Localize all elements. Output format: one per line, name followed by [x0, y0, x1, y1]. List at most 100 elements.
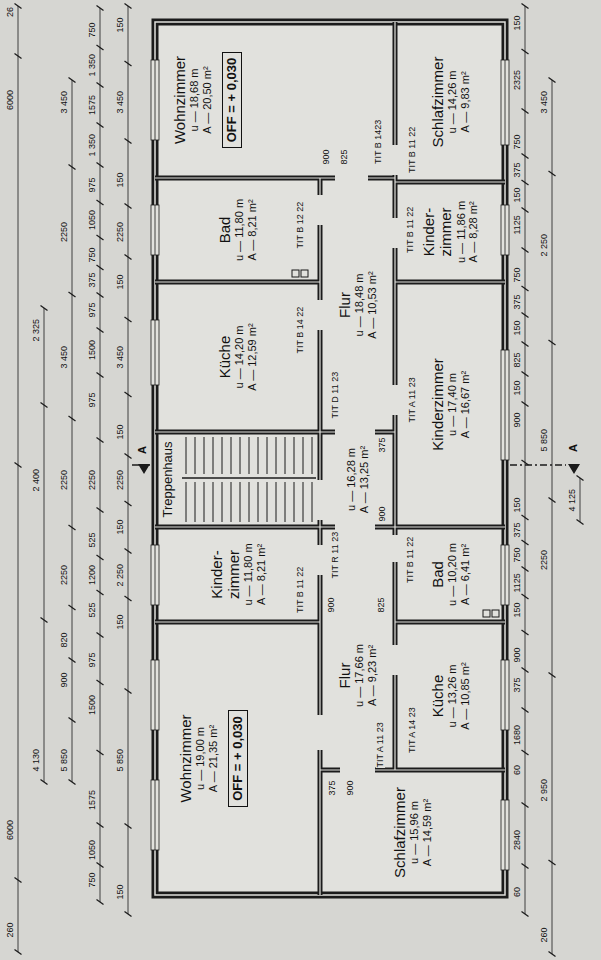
dimension-label: 900 — [60, 671, 69, 688]
dimension-label: 2 400 — [32, 468, 41, 493]
dimension-line — [522, 49, 529, 54]
dimension-label: 375 — [513, 161, 522, 178]
room-name: Bad — [216, 217, 233, 244]
room-name: Schlafzimmer — [391, 787, 408, 878]
dimension-label: 750 — [88, 246, 97, 263]
dimension-line — [125, 139, 132, 144]
dimension-line — [125, 61, 132, 66]
room-name: Wohnzimmer — [177, 714, 194, 802]
dimension-label: 375 — [513, 293, 522, 310]
dimension-label: 3 450 — [540, 90, 549, 115]
dimension-label: 3 450 — [60, 345, 69, 370]
dimension-line — [15, 878, 22, 883]
dimension-line — [41, 780, 48, 785]
room-measure: A — 8,21 m² — [255, 544, 268, 605]
dimension-line — [522, 668, 529, 673]
dimension-label: 260 — [540, 926, 549, 943]
dimension-line — [522, 567, 529, 572]
dimension-label: 150 — [513, 496, 522, 513]
dimension-line — [97, 83, 104, 88]
dimension-label: 150 — [513, 319, 522, 336]
dimension-label: 150 — [513, 379, 522, 396]
dimension-label: 900 — [513, 646, 522, 663]
dimension-line — [522, 372, 529, 377]
level-text: OFF = + 0,030 — [231, 716, 246, 801]
dimension-label: 750 — [88, 871, 97, 888]
room-name: Küche — [216, 336, 233, 379]
room: Wohnzimmeru — 18,68 mA — 20,50 m²OFF = +… — [155, 22, 395, 178]
dimension-label: 2 950 — [540, 778, 549, 803]
dimension-line — [18, 6, 19, 952]
door-width: 900 — [322, 148, 331, 165]
room-measure: u — 17,66 m — [353, 644, 366, 707]
room-code: TIT B 11 22 — [296, 566, 305, 614]
room-measure: u — 19,00 m — [194, 727, 207, 790]
room-name: Kinderzimmer — [429, 358, 446, 451]
dimension-label: 6000 — [6, 819, 15, 841]
dimension-line — [522, 342, 529, 347]
dimension-line — [69, 292, 76, 297]
dimension-line — [97, 6, 104, 11]
dimension-label: 1 350 — [88, 53, 97, 78]
dimension-label: 5 850 — [116, 748, 125, 773]
dimension-label: 1050 — [88, 839, 97, 861]
dimension-line — [97, 900, 104, 905]
dimension-line — [125, 689, 132, 694]
dimension-label: 375 — [513, 521, 522, 538]
dimension-line — [69, 718, 76, 723]
dimension-line — [525, 6, 526, 914]
dimension-label: 2250 — [60, 564, 69, 586]
dimension-label: 1575 — [88, 94, 97, 116]
room-code: TIT D 11 23 — [331, 371, 340, 420]
dimension-line — [522, 109, 529, 114]
dimension-line — [522, 4, 529, 9]
dimension-line — [125, 501, 132, 506]
room-name: Kinder- zimmer — [208, 533, 243, 616]
dimension-line — [15, 4, 22, 9]
room-code: TIT B 11 22 — [406, 206, 415, 254]
dimension-line — [69, 605, 76, 610]
room-measure: u — 13,26 m — [446, 665, 459, 728]
room-measure: A — 10,53 m² — [366, 271, 379, 338]
room-name: Wohnzimmer — [171, 56, 188, 144]
dimension-line — [522, 154, 529, 159]
dimension-label: 2250 — [540, 549, 549, 571]
dimension-line — [69, 416, 76, 421]
dimension-label: 2 250 — [116, 563, 125, 588]
dimension-line — [97, 373, 104, 378]
room-name: Flur — [336, 663, 353, 689]
dimension-line — [522, 180, 529, 185]
room-code: TIT B 1423 — [374, 119, 383, 165]
dimension-line — [522, 803, 529, 808]
dimension-line — [97, 328, 104, 333]
dimension-label: 150 — [116, 883, 125, 900]
dimension-label: 525 — [88, 531, 97, 548]
dimension-label: 150 — [116, 613, 125, 630]
door-width: 900 — [378, 505, 387, 522]
dimension-line — [69, 525, 76, 530]
dimension-label: 150 — [116, 273, 125, 290]
dimension-label: 2250 — [116, 221, 125, 243]
dimension-label: 2 250 — [540, 233, 549, 258]
dimension-line — [97, 823, 104, 828]
room-code: TIT R 11 23 — [331, 531, 340, 580]
dimension-label: 260 — [6, 921, 15, 938]
room-measure: A — 6,41 m² — [459, 544, 472, 605]
room-measure: A — 13,25 m² — [358, 446, 371, 513]
dimension-label: 975 — [88, 391, 97, 408]
dimension-label: 2325 — [513, 69, 522, 91]
door-width: 375 — [328, 779, 337, 796]
room-measure: u — 11,80 m — [242, 543, 255, 605]
dimension-line — [522, 708, 529, 713]
room-measure: u — 14,20 m — [233, 326, 246, 389]
dimension-label: 4 125 — [568, 488, 577, 513]
room-code: TIT A 11 23 — [376, 721, 385, 768]
dimension-line — [522, 864, 529, 869]
room-name: Bad — [429, 561, 446, 588]
dimension-line — [41, 618, 48, 623]
room-code: TIT B 11 22 — [408, 126, 417, 174]
room-measure: A — 12,59 m² — [246, 323, 259, 390]
dimension-line — [522, 515, 529, 520]
level-box: OFF = + 0,030 — [228, 710, 249, 807]
room-name: Flur — [336, 292, 353, 318]
